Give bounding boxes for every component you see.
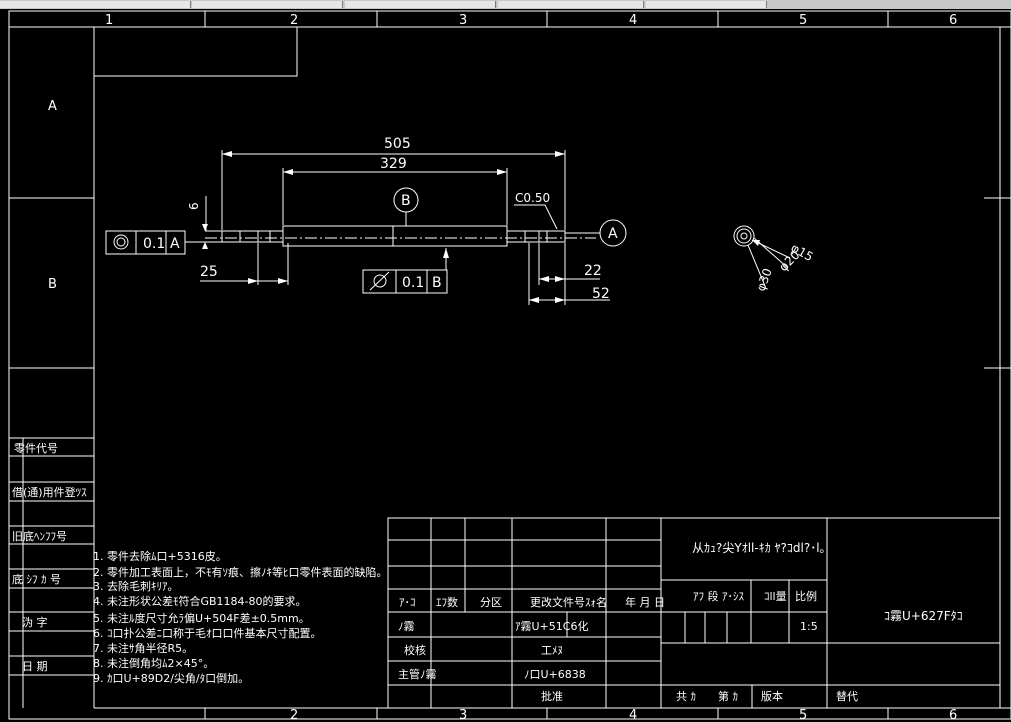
note-8: 8. 未注倒角均ﾑ2×45°。 (93, 656, 214, 670)
note-5: 5. 未注ﾙ度尺寸允ﾗ偏U+504F差±0.5mm。 (93, 611, 310, 625)
rev-header-mark: ｱ･ｺ (399, 596, 416, 609)
datum-a-text: A (608, 226, 618, 242)
bottom-tol-value: 0.1 (402, 275, 424, 291)
rev-header-date: 年 月 日 (625, 595, 665, 609)
zone-top-4: 4 (629, 13, 637, 28)
dim-505: 505 (384, 136, 411, 152)
rev-header-zone: 分区 (480, 596, 502, 609)
checker-label: 校核 (404, 643, 426, 657)
datum-b-text: B (401, 193, 411, 209)
version-label: 版本 (761, 689, 783, 703)
old-base-label: 旧底ﾍﾝﾌﾌ号 (12, 529, 67, 543)
left-tol-value: 0.1 (143, 236, 165, 252)
zone-top-1: 1 (105, 13, 113, 28)
zone-left-a: A (48, 99, 57, 114)
dim-dia-30: φ30 (754, 266, 775, 293)
scale-value: 1:5 (800, 620, 818, 633)
rev-header-doc: 更改文件号ｽｫ名 (530, 595, 607, 609)
zone-top-3: 3 (459, 13, 467, 28)
note-6: 6. ｺ口扑公差ﾆ口称于毛ｵ口口件基本尺寸配置。 (93, 626, 322, 640)
rev-header-count: ｴﾌ数 (436, 596, 458, 609)
signature-label: 沩 字 (22, 615, 48, 629)
approve-label: 批准 (541, 689, 563, 703)
title-segment (192, 1, 343, 8)
process-value: 工ﾒﾇ (541, 644, 563, 657)
drawing-number: ｺ霧U+627Fﾀｺ (884, 609, 963, 623)
shaft-body[interactable] (282, 225, 508, 247)
company-name: 从ｶｭ?尖Yｵll-ｷｶ ﾔ?ｺdl?･l｡ (692, 541, 826, 555)
scale-label: 比例 (795, 589, 817, 603)
dim-52: 52 (592, 286, 610, 302)
designer-label: ﾉ霧 (398, 620, 415, 633)
note-9: 9. ｶ口U+89D2/尖角/ﾀ口倒加。 (93, 672, 249, 685)
note-1: 1. 零件去除ﾑ口+5316皮。 (93, 549, 227, 563)
dim-25: 25 (200, 264, 218, 280)
bottom-tol-datum: B (432, 275, 442, 291)
left-tol-datum: A (170, 236, 180, 252)
zone-top-5: 5 (799, 13, 807, 28)
zone-bottom-3: 3 (459, 708, 467, 722)
note-2: 2. 零件加工表面上，不ﾓ有ｿ痕、擦ﾉｷ等ﾋ口零件表面的缺陷。 (93, 565, 388, 579)
zone-bottom-2: 2 (290, 708, 298, 722)
shaft-right-end[interactable] (506, 230, 566, 243)
title-corner-box (94, 27, 298, 77)
supervisor-label: 主管ﾉ霧 (398, 667, 437, 681)
window-title-bar (0, 0, 1011, 9)
title-segment (498, 1, 644, 8)
weight-label: ｺll量 (764, 590, 787, 603)
zone-top-2: 2 (290, 13, 298, 28)
dim-6: 6 (187, 202, 201, 210)
stage-label: ｱﾌ 段 ｱ･ｼｽ (693, 589, 744, 603)
supervisor-value: ﾉ口U+6838 (524, 668, 586, 681)
title-segment (0, 1, 191, 8)
zone-bottom-4: 4 (629, 708, 637, 722)
title-segment (345, 1, 496, 8)
sheet-number: 第 ｶ (718, 689, 738, 703)
zone-bottom-6: 6 (949, 708, 957, 722)
shaft-left-end[interactable] (221, 230, 284, 243)
zone-top-6: 6 (949, 13, 957, 28)
note-3: 3. 去除毛刺ｷﾘｱ。 (93, 579, 179, 593)
borrowed-used-label: 借(通)用件登ﾂｽ (12, 485, 87, 499)
outer-frame (8, 10, 1011, 720)
designer-value: ｱ霧U+51C6化 (515, 619, 588, 633)
replaces-label: 替代 (836, 689, 858, 703)
note-4: 4. 未注形状公差ﾓ符合GB1184-80的要求。 (93, 594, 307, 608)
part-code-label: 零件代号 (14, 442, 58, 455)
dim-22: 22 (584, 263, 602, 279)
cylindricity-tolerance-frame (362, 269, 448, 294)
note-7: 7. 未注ｻ角半径R5。 (93, 641, 193, 655)
base-no-label: 底 ｼﾌ ｶ 号 (12, 572, 61, 586)
end-view-outer[interactable] (733, 225, 755, 247)
zone-left-b: B (48, 277, 57, 292)
zone-bottom-5: 5 (799, 708, 807, 722)
chamfer-label: C0.50 (515, 191, 550, 205)
sheets-total: 共 ｶ (676, 690, 696, 703)
title-block (387, 517, 1001, 709)
title-segment (646, 1, 767, 8)
date-label: 日 期 (22, 660, 48, 673)
dim-329: 329 (380, 156, 407, 172)
